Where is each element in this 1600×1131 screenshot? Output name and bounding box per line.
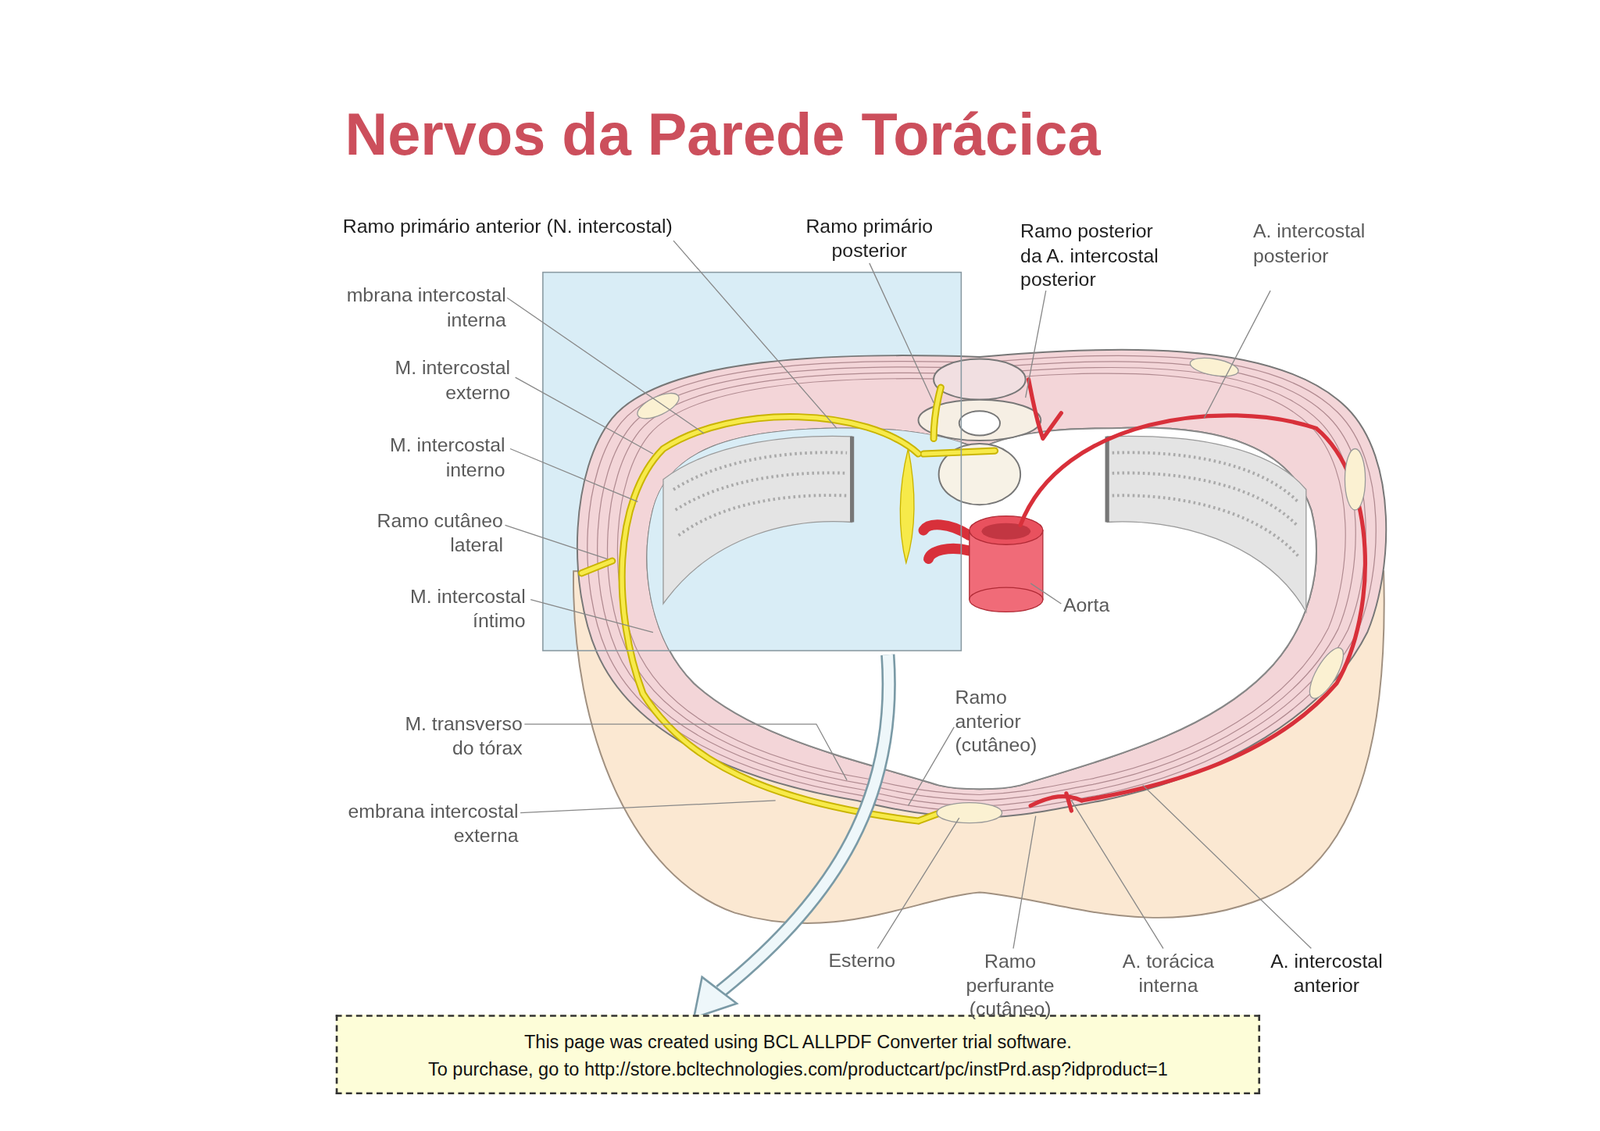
- aorta-base: [969, 587, 1043, 612]
- part-label: M. transverso do tórax: [379, 711, 523, 760]
- nerves: [581, 387, 995, 822]
- part-label: A. intercostal anterior: [1270, 950, 1383, 998]
- rib-wall: [663, 435, 853, 604]
- leader-line: [530, 600, 654, 633]
- cartilage: [633, 388, 683, 425]
- leader-line: [1030, 583, 1061, 604]
- watermark-text: This page was created using BCL ALLPDF C…: [337, 1028, 1258, 1057]
- part-label: Ramo primário anterior (N. intercostal): [342, 214, 731, 239]
- leader-line: [507, 297, 704, 434]
- leader-line: [1203, 290, 1271, 418]
- wall-layers: [587, 355, 1376, 812]
- part-label: Ramo perfurante (cutâneo): [953, 950, 1067, 1022]
- arrow-head: [693, 977, 737, 1018]
- watermark-box: This page was created using BCL ALLPDF C…: [335, 1014, 1261, 1095]
- pleural-cavity-inset: [646, 428, 961, 651]
- posterior-branch: [1028, 379, 1062, 440]
- part-label: embrana intercostal externa: [306, 800, 519, 848]
- part-label: M. intercostal íntimo: [362, 584, 526, 633]
- spinous-process: [933, 359, 1026, 400]
- costal-cartilages: [633, 354, 1365, 823]
- part-label: A. intercostal posterior: [1253, 219, 1366, 268]
- leader-lines: [505, 240, 1312, 949]
- leader-line: [673, 240, 837, 429]
- rib-walls: [663, 435, 1307, 612]
- cartilage: [1303, 643, 1350, 704]
- part-label: M. intercostal externo: [346, 356, 511, 404]
- rib-wall: [1107, 435, 1307, 612]
- nerve-outline: [581, 387, 995, 822]
- leader-line: [524, 724, 847, 781]
- part-label: M. intercostal interno: [342, 433, 506, 482]
- sympathetic-ganglion: [900, 448, 915, 563]
- leader-line: [505, 525, 608, 559]
- cartilage: [1189, 354, 1240, 379]
- part-label: Aorta: [1063, 593, 1145, 618]
- wall-layer: [587, 355, 1376, 812]
- leader-line: [1142, 785, 1312, 949]
- spinal-canal: [959, 410, 1000, 436]
- part-label: mbrana intercostal interna: [306, 283, 507, 332]
- leader-line: [869, 263, 934, 404]
- sternum: [936, 803, 1003, 824]
- leader-line: [510, 448, 638, 502]
- leader-line: [520, 800, 776, 814]
- posterior-intercostal-artery: [1020, 415, 1365, 801]
- part-label: Ramo cutâneo lateral: [342, 509, 504, 558]
- part-label: Ramo primário posterior: [787, 214, 951, 262]
- title: Nervos da Parede Torácica: [344, 100, 1264, 168]
- aorta-lumen: [981, 523, 1031, 540]
- intercostal-nerve: [581, 387, 995, 822]
- internal-thoracic-artery: [1030, 793, 1082, 811]
- leader-line: [515, 377, 654, 454]
- cartilage: [1344, 448, 1365, 510]
- leader-line: [907, 727, 954, 807]
- arteries: [1020, 379, 1365, 811]
- part-label: A. torácica interna: [1122, 950, 1215, 998]
- aorta-top: [969, 516, 1043, 546]
- leader-line: [1025, 290, 1047, 398]
- arrow-body: [720, 654, 890, 992]
- leader-line: [877, 817, 959, 949]
- wall-layer: [607, 367, 1357, 800]
- leader-line: [1013, 816, 1036, 950]
- watermark-text: To purchase, go to http://store.bcltechn…: [337, 1057, 1258, 1085]
- aortic-branch: [923, 525, 970, 560]
- arrow-outline: [720, 654, 890, 992]
- wall-layer: [617, 373, 1346, 795]
- leader-line: [1071, 800, 1164, 949]
- aorta: [923, 516, 1043, 613]
- part-label: Esterno: [828, 948, 922, 973]
- part-label: Ramo posterior da A. intercostal posteri…: [1020, 219, 1176, 292]
- pleural-cavity: [646, 428, 1316, 790]
- part-label: Ramo anterior (cutâneo): [955, 685, 1058, 758]
- inset-frame: [542, 272, 962, 651]
